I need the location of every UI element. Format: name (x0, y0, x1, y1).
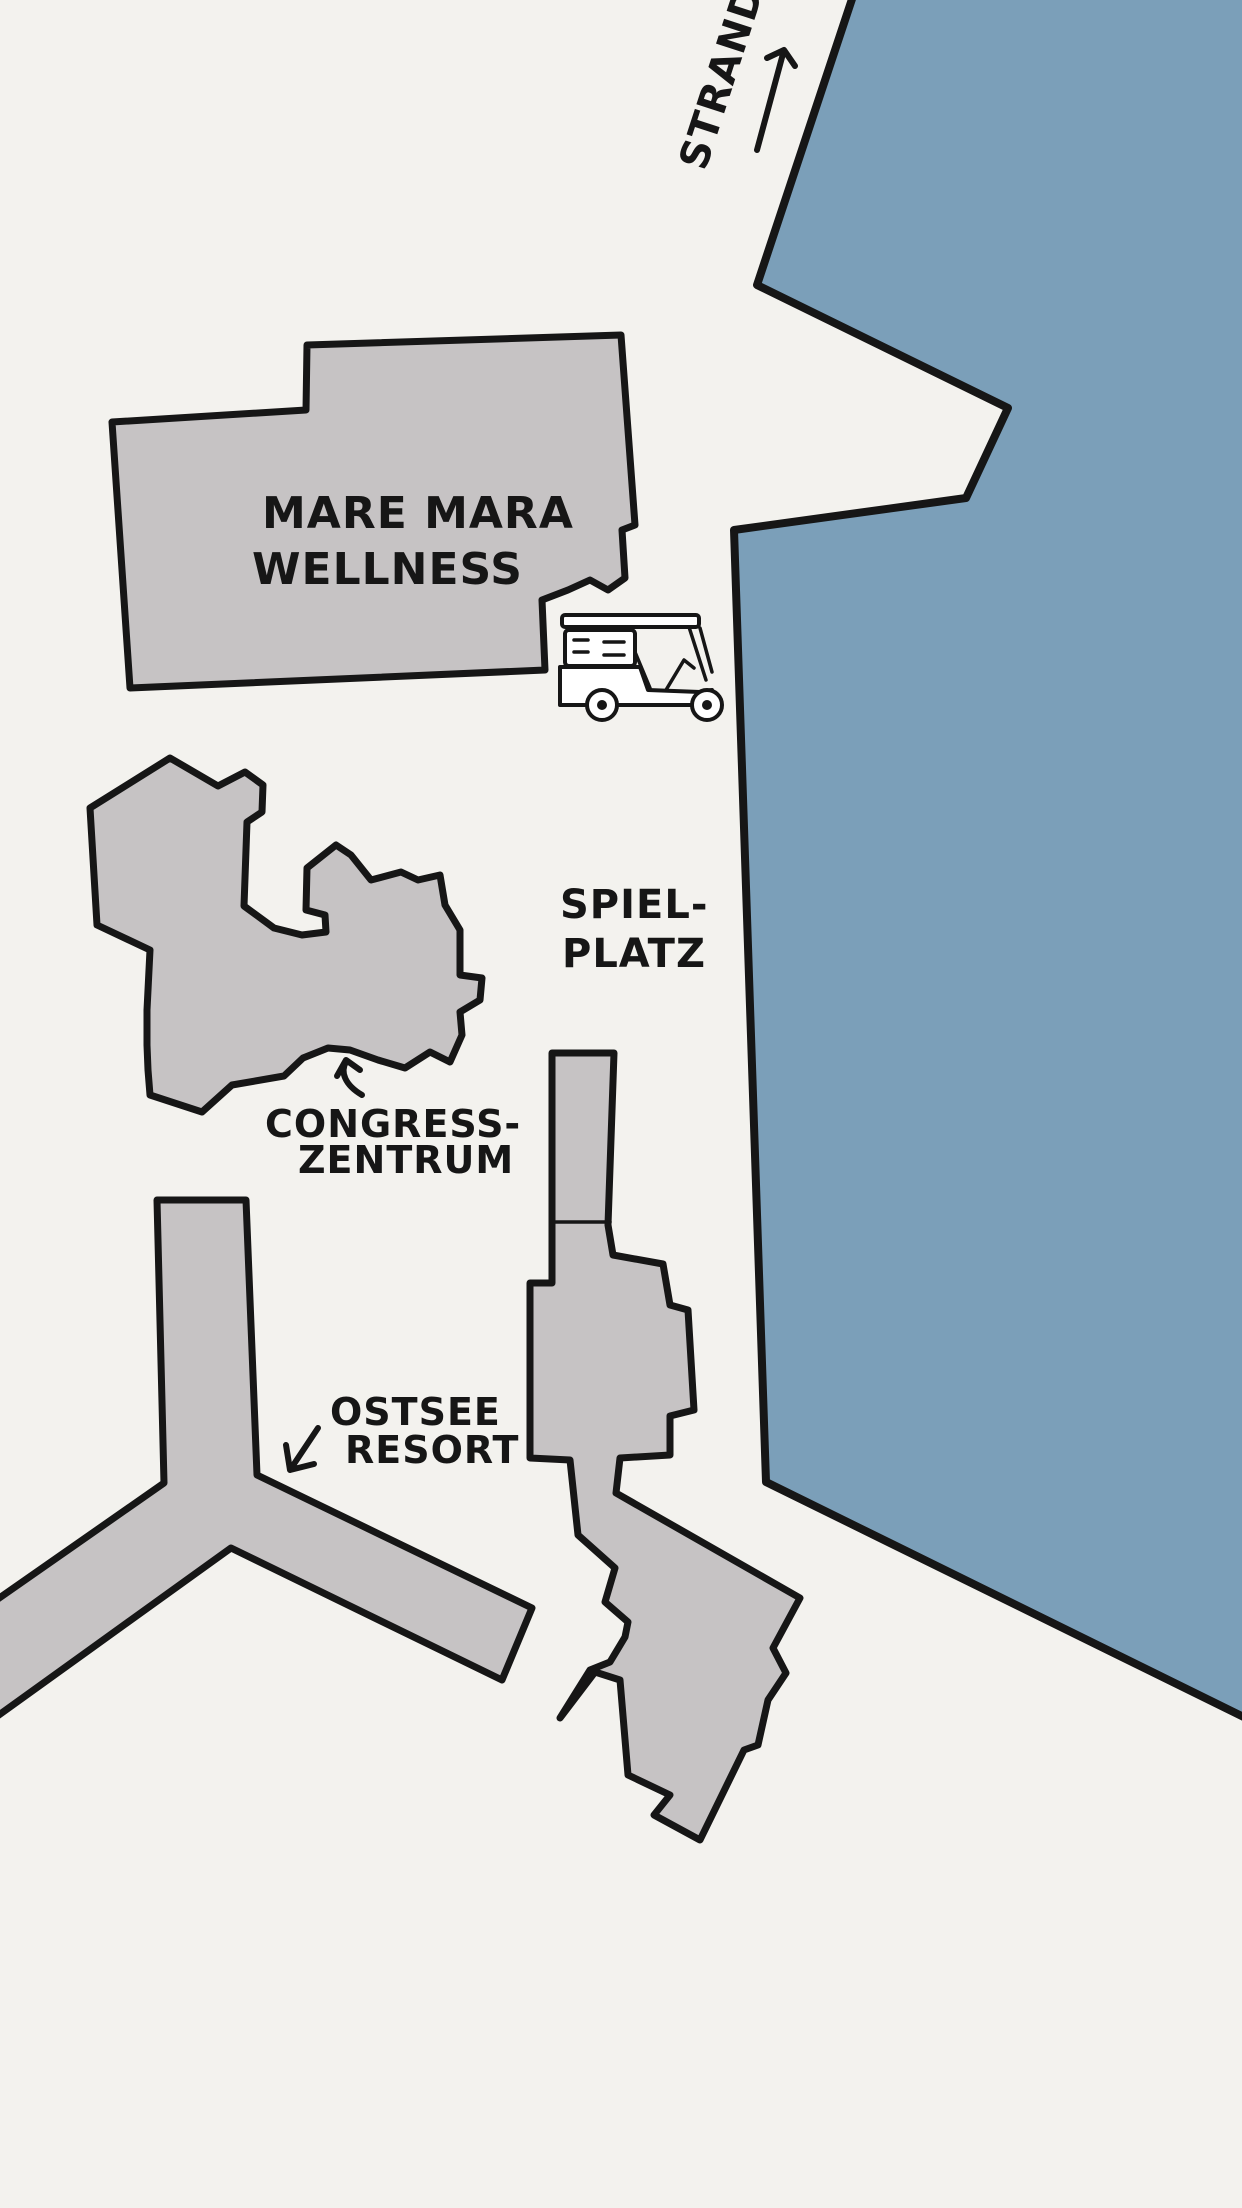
arrow-down-left-icon[interactable] (283, 1425, 321, 1473)
building-ostsee-resort[interactable] (0, 1196, 536, 1725)
sea-water (730, 0, 1242, 1721)
building-congress-zentrum[interactable] (86, 754, 486, 1116)
label-spielplatz-line2: PLATZ (562, 931, 706, 977)
arrow-up-right-icon[interactable] (754, 47, 798, 153)
label-spielplatz-line1: SPIEL- (560, 882, 708, 928)
label-wellness-line1: MARE MARA (262, 488, 574, 539)
label-resort-line1: OSTSEE (330, 1390, 501, 1434)
building-mare-mara-wellness[interactable] (108, 331, 639, 692)
tuk-tuk-icon[interactable] (558, 613, 724, 722)
curved-arrow-up-icon[interactable] (334, 1057, 365, 1098)
label-congress-line1: CONGRESS- (265, 1102, 521, 1146)
label-resort-line2: RESORT (345, 1428, 519, 1472)
building-complex-east[interactable] (526, 1049, 804, 1844)
label-congress-line2: ZENTRUM (298, 1138, 514, 1182)
label-wellness-line2: WELLNESS (252, 544, 523, 595)
